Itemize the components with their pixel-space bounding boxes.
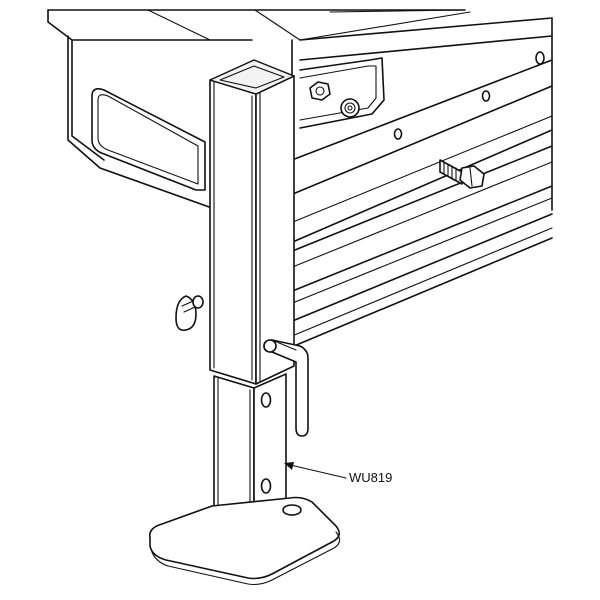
foot-plate (148, 496, 341, 586)
callout-leader (284, 462, 347, 479)
hex-nut-upper (309, 81, 331, 101)
l-pull-pin (263, 339, 309, 437)
outer-jack-tube (209, 59, 295, 385)
lynch-pin (175, 295, 204, 332)
washer-nut (340, 98, 360, 118)
part-number-label: WU819 (349, 470, 392, 485)
carriage-bolt (439, 159, 485, 189)
